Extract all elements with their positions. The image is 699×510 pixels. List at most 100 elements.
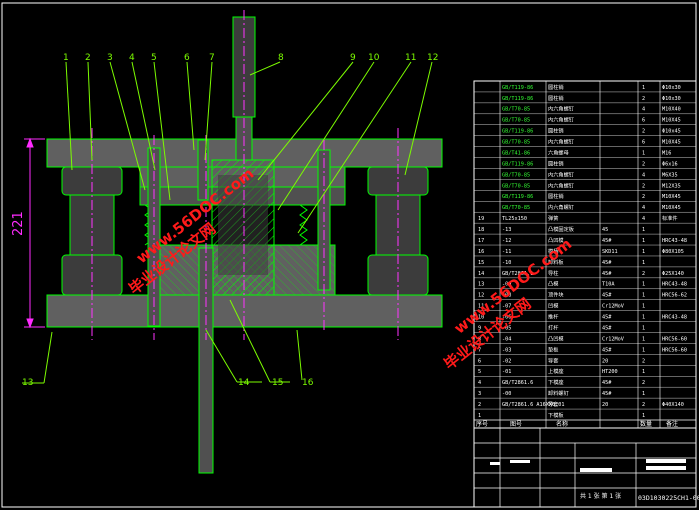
bom-cell: 5 <box>478 369 481 375</box>
bom-cell: Φ10x30 <box>662 85 681 91</box>
bom-cell: 六角螺母 <box>548 148 569 156</box>
part-label-16: 16 <box>302 378 314 388</box>
bom-cell: 9 <box>478 325 481 331</box>
bom-header-cell: 图号 <box>510 421 522 428</box>
bom-cell: M10X45 <box>662 118 681 124</box>
bom-cell: 3 <box>478 391 481 397</box>
bom-cell: 内六角螺钉 <box>548 116 574 124</box>
bom-cell: 推杆 <box>548 313 558 321</box>
bom-cell: T10A <box>602 282 615 288</box>
bom-cell: 卸料螺钉 <box>548 389 569 397</box>
bom-cell: 1 <box>642 369 645 375</box>
bom-cell: 圆柱销 <box>548 94 564 102</box>
part-label-11: 11 <box>405 53 416 63</box>
bom-cell: -03 <box>502 347 511 353</box>
bom-cell: 16 <box>478 249 484 255</box>
bom-cell: 4 <box>642 172 645 178</box>
bom-cell: GB/T70-85 <box>502 118 530 124</box>
bom-header-cell: 名称 <box>556 420 568 428</box>
bom-cell: HRC56-62 <box>662 293 687 299</box>
part-label-3: 3 <box>107 53 113 63</box>
bom-cell: 20 <box>602 358 608 364</box>
centerlines <box>91 10 399 340</box>
bom-cell: GB/T70-85 <box>502 205 530 211</box>
bom-cell: Φ6x16 <box>662 161 678 167</box>
bom-cell: 2 <box>478 402 481 408</box>
bom-cell: HRC43-48 <box>662 282 687 288</box>
bom-cell: -10 <box>502 260 511 266</box>
bom-cell: GB/T2861.6 <box>502 380 533 386</box>
bom-cell: -09 <box>502 282 511 288</box>
part-label-13: 13 <box>22 378 33 388</box>
bom-cell: 凸模固定板 <box>548 225 575 233</box>
bom-cell: 19 <box>478 216 484 222</box>
bom-cell: GB/T2861.1 <box>502 271 533 277</box>
bom-cell: Φ10x45 <box>662 129 681 135</box>
bom-cell: -00 <box>502 391 511 397</box>
part-label-4: 4 <box>129 53 135 63</box>
bom-cell: 6 <box>478 358 481 364</box>
bom-cell: -05 <box>502 325 511 331</box>
bom-cell: 内六角螺钉 <box>548 170 574 178</box>
bom-cell: 1 <box>478 413 481 419</box>
bom-cell: 凸凹模 <box>548 236 564 244</box>
bom-cell: 15 <box>478 260 484 266</box>
part-label-7: 7 <box>209 53 215 63</box>
bom-cell: GB/T119-86 <box>502 96 533 102</box>
bom-cell: SKD11 <box>602 249 618 255</box>
bom-cell: 45 <box>602 227 608 233</box>
bom-cell: 17 <box>478 238 484 244</box>
bom-cell: 12 <box>478 293 484 299</box>
bom-header-cell: 序号 <box>476 420 488 428</box>
bom-cell: 1 <box>642 260 645 266</box>
bom-cell: Φ10x30 <box>662 96 681 102</box>
drawing-number: 03D1030225CH1-00 <box>638 494 699 502</box>
bom-cell: 1 <box>642 249 645 255</box>
bom-cell: GB/T70-85 <box>502 140 530 146</box>
bom-cell: 10 <box>478 315 484 321</box>
bom-cell: 2 <box>642 161 645 167</box>
bom-cell: TL25x150 <box>502 216 527 222</box>
bom-cell: 2 <box>642 358 645 364</box>
bom-cell: GB/T119-86 <box>502 85 533 91</box>
title-block-frame <box>473 427 697 508</box>
bom-cell: 2 <box>642 96 645 102</box>
bom-cell: GB/T119-86 <box>502 129 533 135</box>
bom-cell: 上模座 <box>548 367 564 375</box>
bom-cell: 1 <box>642 413 645 419</box>
bom-cell: -04 <box>502 336 511 342</box>
bom-cell: 4 <box>642 205 645 211</box>
right-spring <box>299 204 308 246</box>
bom-cell: 2 <box>642 194 645 200</box>
bom-cell: 45# <box>602 380 612 386</box>
title-block: 共 1 张 第 1 张 03D1030225CH1-00 <box>473 427 699 508</box>
bom-cell: Φ40X140 <box>662 402 684 408</box>
bom-cell: 45# <box>602 325 612 331</box>
bom-cell: HRC56-60 <box>662 336 687 342</box>
bom-cell: 内六角螺钉 <box>548 181 574 189</box>
bom-cell: 下模板 <box>548 411 564 419</box>
bom-cell: 1 <box>642 150 645 156</box>
bom-cell: HRC43-48 <box>662 315 687 321</box>
bom-cell: 4 <box>642 107 645 113</box>
bom-cell: GB/T119-86 <box>502 194 533 200</box>
part-label-1: 1 <box>63 53 69 63</box>
bom-cell: HRC56-60 <box>662 347 687 353</box>
title-block-fill-1 <box>646 459 686 463</box>
height-dimension <box>24 137 45 329</box>
bom-cell: GB/T70-85 <box>502 107 530 113</box>
bom-cell: 13 <box>478 282 484 288</box>
bom-cell: GB/T41-86 <box>502 150 530 156</box>
part-label-14: 14 <box>238 378 250 388</box>
bom-cell: 45# <box>602 238 612 244</box>
bom-cell: 标准件 <box>662 214 678 222</box>
bom-cell: 凸模 <box>548 280 558 288</box>
bom-header-cell: 备注 <box>666 420 678 428</box>
bom-cell: 8 <box>478 336 481 342</box>
bom-cell: 打杆 <box>548 323 558 331</box>
bom-cell: 45# <box>602 315 612 321</box>
bom-cell: 2 <box>642 402 645 408</box>
bom-cell: 45# <box>602 293 612 299</box>
